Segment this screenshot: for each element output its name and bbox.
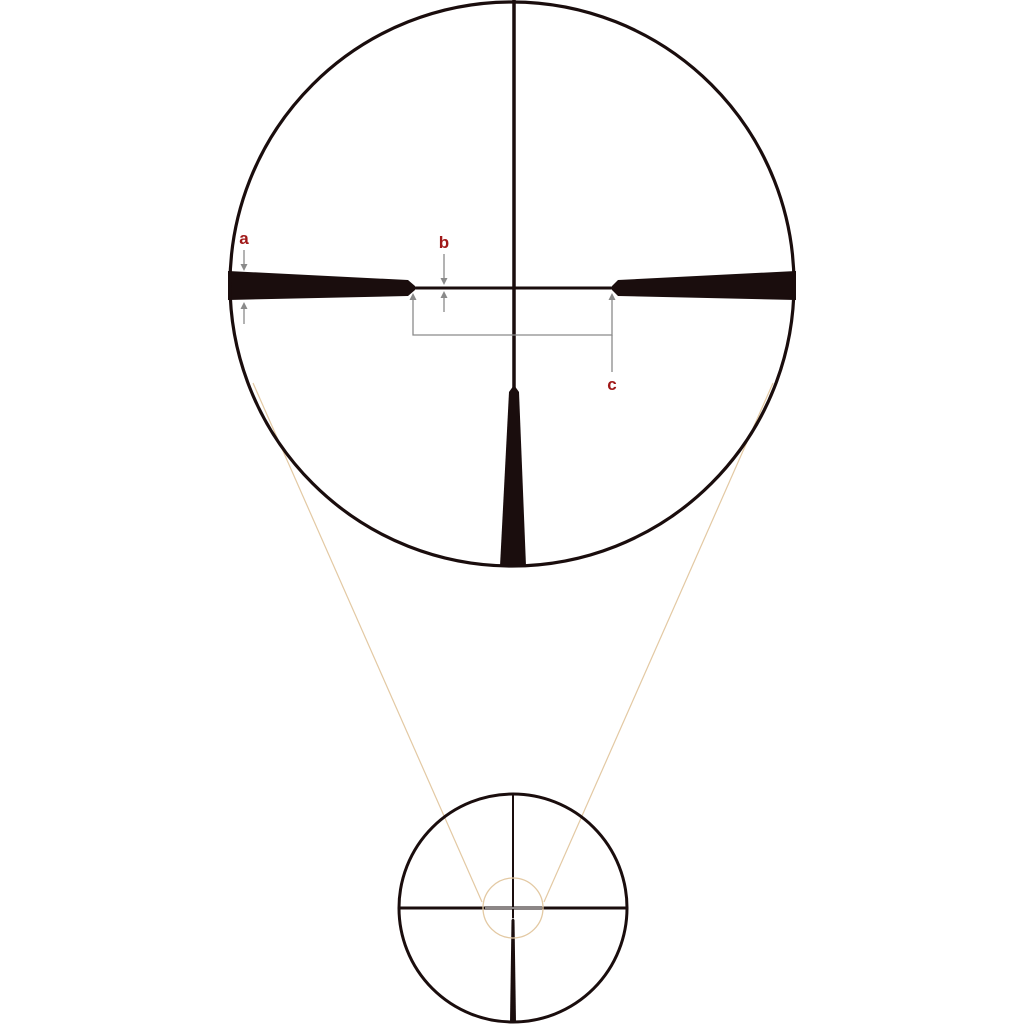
arrow-up-icon xyxy=(608,293,616,300)
label-a: a xyxy=(239,229,249,248)
bottom-thick-post xyxy=(500,385,526,566)
small-outer-circle xyxy=(397,792,629,1024)
arrow-down-icon xyxy=(240,264,248,271)
magnification-area-circle xyxy=(482,877,544,939)
left-thick-post xyxy=(228,271,415,300)
dimension-c: c xyxy=(409,293,617,394)
arrow-up-icon xyxy=(240,302,248,309)
magnified-reticle xyxy=(228,0,796,568)
small-bottom-post xyxy=(510,918,516,1022)
arrow-up-icon xyxy=(440,291,448,298)
label-b: b xyxy=(439,233,449,252)
dimension-a: a xyxy=(239,229,249,324)
zoom-line-right xyxy=(543,382,774,903)
label-c: c xyxy=(607,375,616,394)
arrow-up-icon xyxy=(409,293,417,300)
dimension-annotations: a b c xyxy=(239,229,616,394)
zoom-projection xyxy=(252,382,774,903)
magnified-outer-circle xyxy=(228,0,796,568)
full-reticle xyxy=(397,792,629,1024)
arrow-down-icon xyxy=(440,278,448,285)
dimension-b: b xyxy=(439,233,449,312)
right-thick-post xyxy=(612,271,796,300)
zoom-line-left xyxy=(252,382,483,903)
